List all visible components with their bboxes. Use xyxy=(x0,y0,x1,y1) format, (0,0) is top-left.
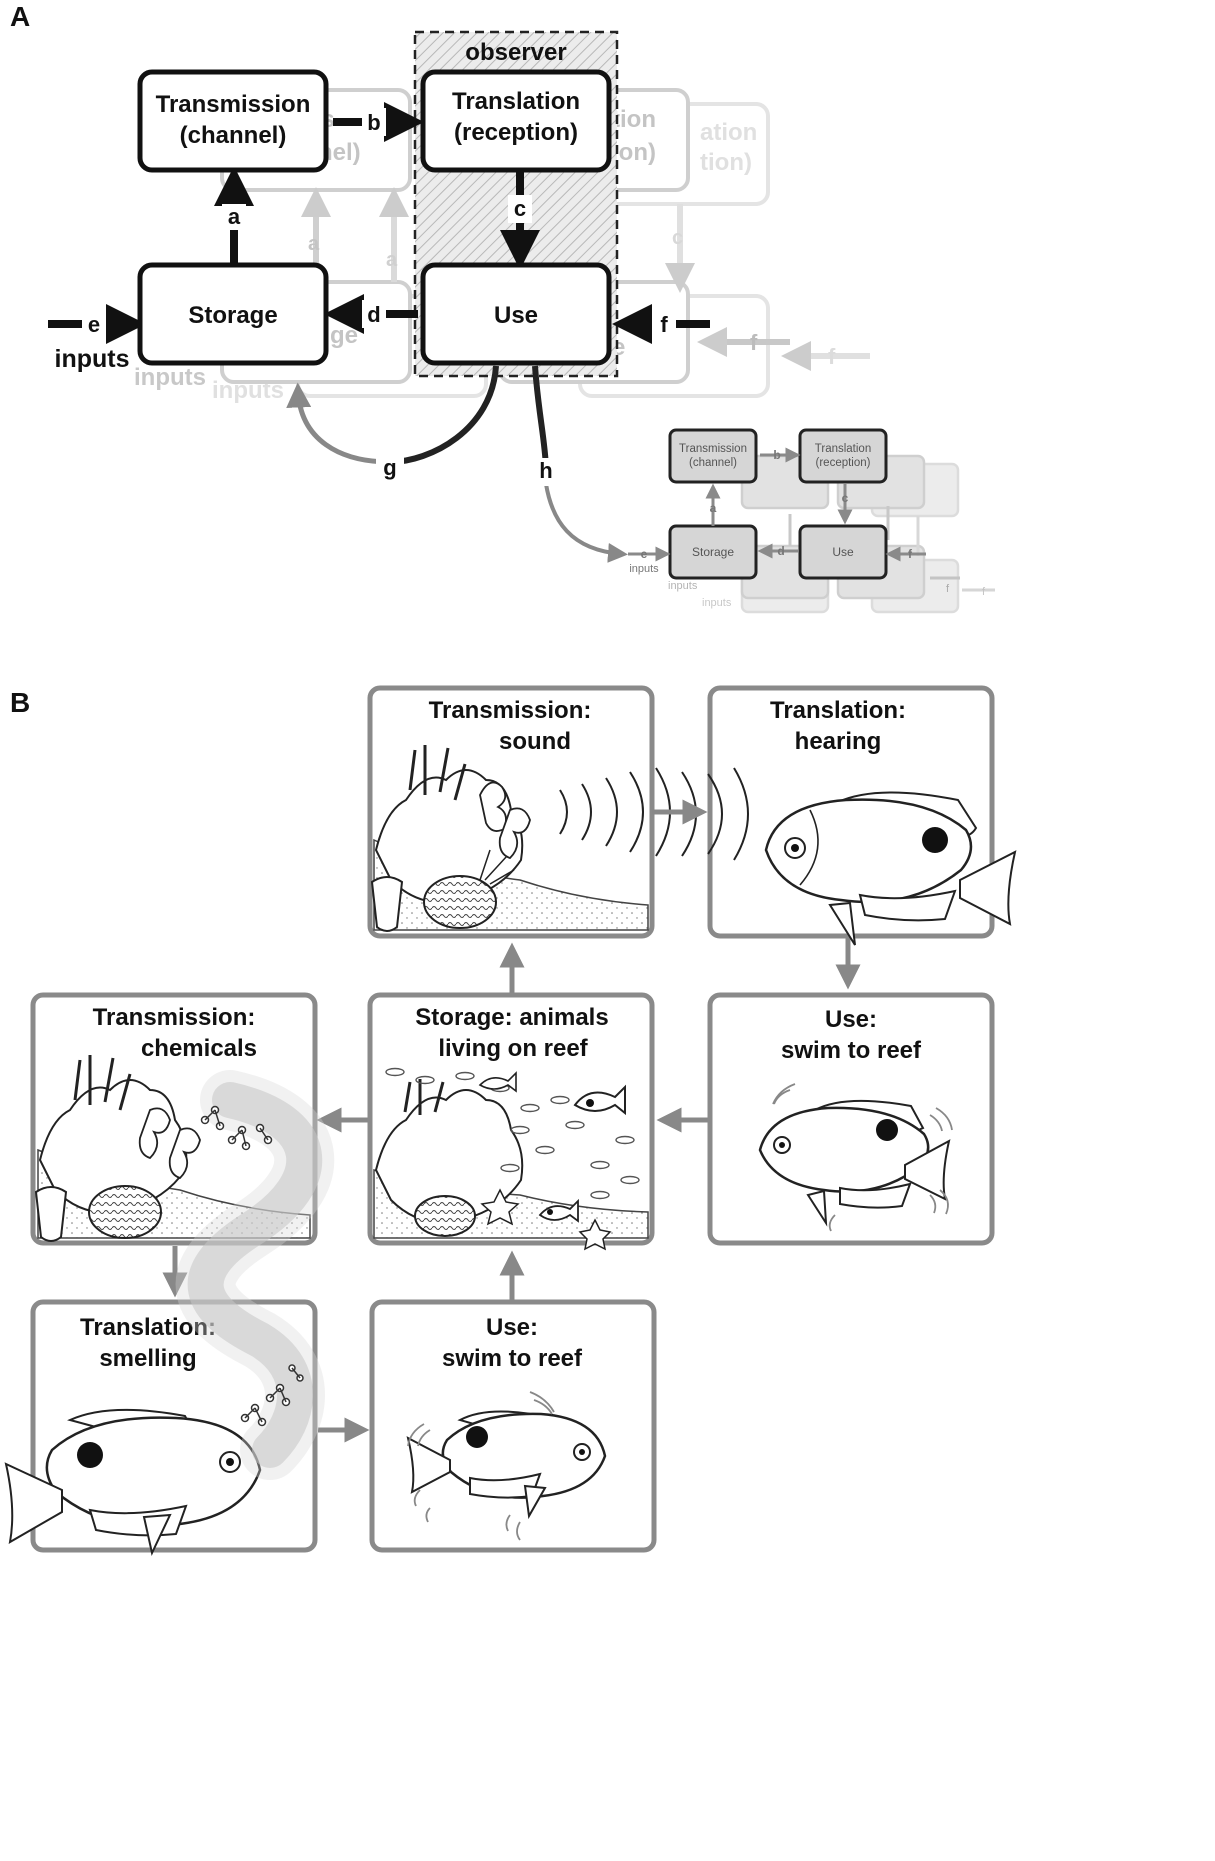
box-transmission: Transmission (channel) xyxy=(137,69,329,173)
ghost-inputs-1: inputs xyxy=(134,364,206,391)
panel-transmission-sound: Transmission: sound xyxy=(367,685,655,939)
mini-f: f xyxy=(908,547,913,561)
mini-d: d xyxy=(777,544,784,558)
panel-a-label: A xyxy=(10,1,30,32)
panel-use-right-line1: Use: xyxy=(825,1006,877,1033)
box-translation: Translation (reception) xyxy=(420,69,612,173)
ghost-f-1: f xyxy=(750,330,758,355)
ghost-c-2: c xyxy=(672,227,683,249)
ghost-a-1: a xyxy=(308,233,320,255)
ghost-translation1-line1: tion xyxy=(612,106,656,133)
mini-b: b xyxy=(773,448,780,462)
ghost-storage: ge xyxy=(330,322,358,349)
sound-waves xyxy=(559,767,749,861)
panel-use-right-line2: swim to reef xyxy=(781,1037,922,1064)
inputs-label: inputs xyxy=(55,345,130,373)
panel-transmission-chemicals-line2: chemicals xyxy=(141,1035,257,1062)
panel-transmission-chemicals-line1: Transmission: xyxy=(93,1004,256,1031)
panel-use-right: Use: swim to reef xyxy=(707,992,995,1246)
ghost-translation1-line2: ion) xyxy=(612,139,656,166)
ghost-translation2-line2: tion) xyxy=(700,149,752,176)
mini-translation-line1: Translation xyxy=(815,443,871,455)
arrow-d-label: d xyxy=(367,302,380,327)
ghost-translation2-line1: ation xyxy=(700,119,757,146)
arrow-e-label: e xyxy=(88,312,100,337)
ghost-f-2: f xyxy=(828,344,836,369)
panel-transmission-chemicals: Transmission: chemicals xyxy=(30,992,318,1246)
mini-a: a xyxy=(710,501,717,515)
panel-translation-smelling-line1: Translation: xyxy=(80,1314,216,1341)
box-translation-line1: Translation xyxy=(452,88,580,115)
panel-storage-line1: Storage: animals xyxy=(415,1004,608,1031)
ghost-a-2: a xyxy=(386,249,398,271)
box-use: Use xyxy=(420,262,612,366)
panel-translation-hearing-line1: Translation: xyxy=(770,697,906,724)
mini-transmission-line2: (channel) xyxy=(689,457,737,469)
panel-storage: Storage: animals living on reef xyxy=(367,992,655,1251)
mini-diagram: f f inputs inputs Transmission (channel)… xyxy=(628,428,995,614)
arrow-a-label: a xyxy=(228,204,241,229)
arrow-f-label: f xyxy=(660,312,668,337)
box-transmission-line1: Transmission xyxy=(156,91,311,118)
panel-b-arrows xyxy=(162,938,861,1443)
panel-storage-line2: living on reef xyxy=(438,1035,588,1062)
arrow-h-label: h xyxy=(539,458,552,483)
box-storage-label: Storage xyxy=(188,302,277,329)
arrow-b-label: b xyxy=(367,110,380,135)
mini-ghost-inputs1: inputs xyxy=(668,580,698,592)
molecule-icons xyxy=(200,1105,304,1427)
box-use-label: Use xyxy=(494,302,538,329)
chemical-plume xyxy=(175,1070,335,1480)
arrow-c-label: c xyxy=(514,196,526,221)
curved-arrows: g h xyxy=(286,365,628,563)
panel-b-label: B xyxy=(10,687,30,718)
box-storage: Storage xyxy=(137,262,329,366)
panel-translation-hearing: Translation: hearing xyxy=(707,685,1017,946)
box-translation-line2: (reception) xyxy=(454,119,578,146)
panel-use-bottom-line1: Use: xyxy=(486,1314,538,1341)
arrow-g-label: g xyxy=(383,455,396,480)
mini-transmission-line1: Transmission xyxy=(679,443,747,455)
mini-e: e xyxy=(641,547,648,561)
mini-ghost-f1: f xyxy=(946,583,950,595)
mini-storage: Storage xyxy=(692,545,734,559)
panel-translation-smelling-line2: smelling xyxy=(99,1345,196,1372)
mini-ghost-inputs2: inputs xyxy=(702,597,732,609)
box-transmission-line2: (channel) xyxy=(180,122,287,149)
mini-ghost-f2: f xyxy=(982,586,986,598)
panel-transmission-sound-line2: sound xyxy=(499,728,571,755)
panel-translation-smelling: Translation: smelling xyxy=(4,1299,318,1557)
panel-use-bottom: Use: swim to reef xyxy=(369,1299,657,1553)
main-arrows: a b c d e inputs f xyxy=(48,102,710,373)
observer-label: observer xyxy=(465,39,566,66)
panel-use-bottom-line2: swim to reef xyxy=(442,1345,583,1372)
panel-translation-hearing-line2: hearing xyxy=(795,728,882,755)
mini-inputs: inputs xyxy=(629,563,659,575)
mini-use: Use xyxy=(832,545,854,559)
panel-transmission-sound-line1: Transmission: xyxy=(429,697,592,724)
mini-translation-line2: (reception) xyxy=(816,457,871,469)
mini-c: c xyxy=(842,491,849,505)
